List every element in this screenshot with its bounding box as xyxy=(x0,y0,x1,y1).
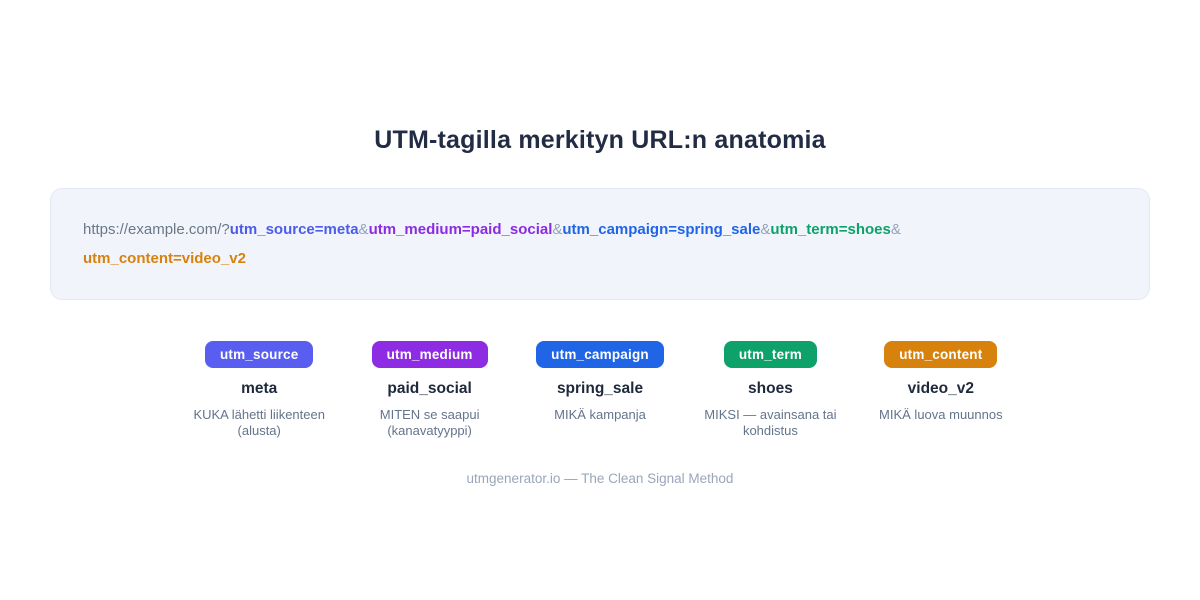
url-segment: utm_source=meta xyxy=(229,221,359,238)
url-segment: & xyxy=(358,221,369,238)
param-description: MIKÄ kampanja xyxy=(554,407,646,422)
param-badge: utm_source xyxy=(204,341,314,368)
param-description: KUKA lähetti liikenteen (alusta) xyxy=(193,407,325,438)
page-title: UTM-tagilla merkityn URL:n anatomia xyxy=(374,126,826,154)
param-description: MITEN se saapui (kanavatyyppi) xyxy=(379,407,480,438)
param-badge: utm_medium xyxy=(371,341,488,368)
param-description: MIKÄ luova muunnos xyxy=(879,407,1003,422)
param-badge: utm_term xyxy=(723,341,817,368)
param-description: MIKSI — avainsana tai kohdistus xyxy=(704,407,837,438)
url-segment: utm_term=shoes xyxy=(770,221,891,238)
url-segment: utm_content=video_v2 xyxy=(83,250,246,267)
param-badge: utm_campaign xyxy=(536,341,664,368)
url-segment: & xyxy=(890,221,901,238)
url-segment: utm_medium=paid_social xyxy=(368,221,553,238)
param-value: shoes xyxy=(748,380,793,397)
url-segment: & xyxy=(552,221,563,238)
url-segment: & xyxy=(760,221,771,238)
param-value: paid_social xyxy=(387,380,472,397)
url-segment: https://example.com/? xyxy=(83,221,230,238)
param-value: meta xyxy=(241,380,278,397)
param-badge: utm_content xyxy=(884,341,998,368)
url-bar: https://example.com/?utm_source=meta&utm… xyxy=(50,188,1150,300)
param-value: video_v2 xyxy=(907,380,974,397)
footer-credit: utmgenerator.io — The Clean Signal Metho… xyxy=(466,471,734,486)
url-segment: utm_campaign=spring_sale xyxy=(562,221,761,238)
param-value: spring_sale xyxy=(556,380,644,397)
